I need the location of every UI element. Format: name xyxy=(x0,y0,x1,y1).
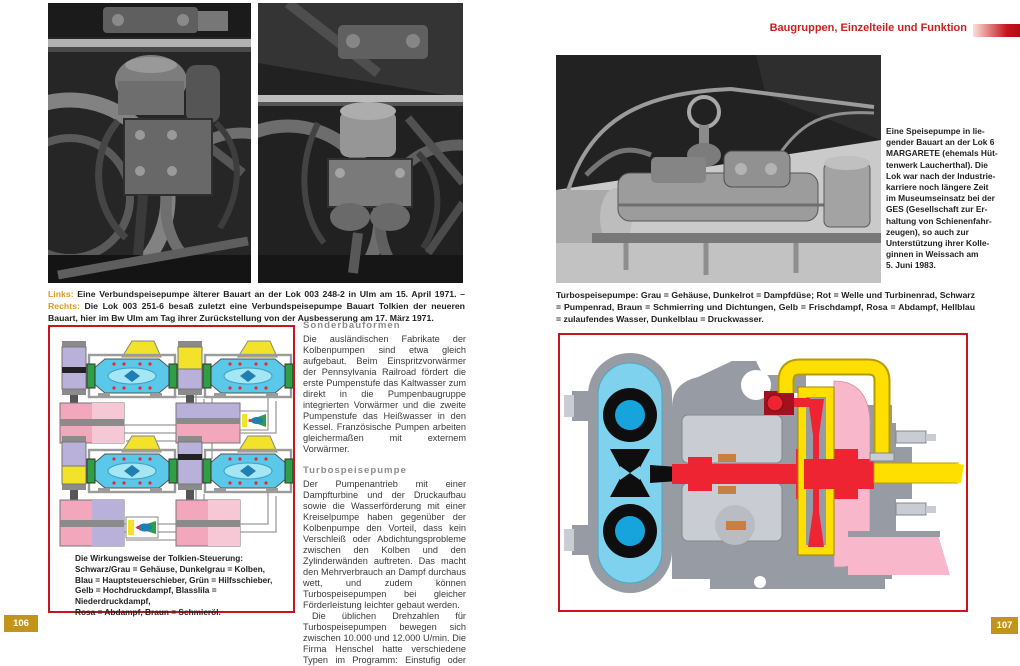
turbinenrad-rot xyxy=(797,386,874,556)
dampfduese-dunkelrot xyxy=(764,391,810,415)
tolkien-phase-4 xyxy=(175,434,293,547)
mini-diagram-inset xyxy=(239,410,269,431)
page-number-left: 106 xyxy=(4,615,38,632)
caption-margarete: Eine Speisepumpe in lie- gender Bauart a… xyxy=(886,126,998,271)
page-number-right: 107 xyxy=(991,617,1018,634)
paragraph-turbo-1: Der Pumpenantrieb mit einer Dampfturbine… xyxy=(303,479,466,610)
schmierring-braun xyxy=(718,454,746,530)
turbo-pump-cross-section xyxy=(560,335,966,610)
running-head-bar xyxy=(973,24,1020,37)
paragraph-turbo-2: Die üblichen Drehzahlen für Turbospeisep… xyxy=(303,611,466,665)
lubricator-tank xyxy=(823,156,871,228)
heading-sonderbauformen: Sonderbauformen xyxy=(303,320,401,331)
tolkien-steuerung-diagram xyxy=(59,339,293,547)
caption-text-rechts: Die Lok 003 251-6 besaß zuletzt eine Ver… xyxy=(48,301,465,323)
pumpenrad-schwarz xyxy=(603,388,678,558)
photo-feed-pump-older xyxy=(48,3,251,283)
caption-text-links: Eine Verbundspeisepumpe älterer Bauart a… xyxy=(73,289,465,299)
caption-tolkien-diagram: Die Wirkungsweise der Tolkien-Steuerung:… xyxy=(75,553,273,617)
frischdampf-gelb-pipe xyxy=(777,358,964,484)
caption-turbo-pump: Turbospeisepumpe: Grau = Gehäuse, Dunkel… xyxy=(556,290,975,324)
running-head: Baugruppen, Einzelteile und Funktion xyxy=(769,22,967,34)
heading-turbospeisepumpe: Turbospeisepumpe xyxy=(303,465,407,476)
tolkien-phase-1 xyxy=(59,339,213,459)
caption-label-rechts: Rechts: xyxy=(48,301,80,311)
photo-feed-pump-newer xyxy=(258,3,463,283)
paragraph-sonderbauformen: Die ausländischen Fabrikate der Kolbenpu… xyxy=(303,334,466,454)
turbo-pump-diagram-box xyxy=(558,333,968,612)
pump-body xyxy=(115,55,220,196)
pump-body xyxy=(327,102,413,231)
locomotive-pump-photo-art xyxy=(48,3,251,283)
photo-margarete-pump xyxy=(556,55,881,283)
horizontal-feed-pump xyxy=(617,150,824,222)
tolkien-diagram-box: Die Wirkungsweise der Tolkien-Steuerung:… xyxy=(48,325,295,617)
locomotive-pump-photo-art xyxy=(556,55,881,283)
locomotive-pump-photo-art xyxy=(258,3,463,283)
article-column: Sonderbauformen Die ausländischen Fabrik… xyxy=(303,320,466,666)
caption-label-links: Links: xyxy=(48,289,74,299)
mini-diagram-inset xyxy=(125,516,159,539)
tolkien-phase-2 xyxy=(175,339,293,444)
caption-left-photos: Links: Eine Verbundspeisepumpe älterer B… xyxy=(48,288,465,324)
